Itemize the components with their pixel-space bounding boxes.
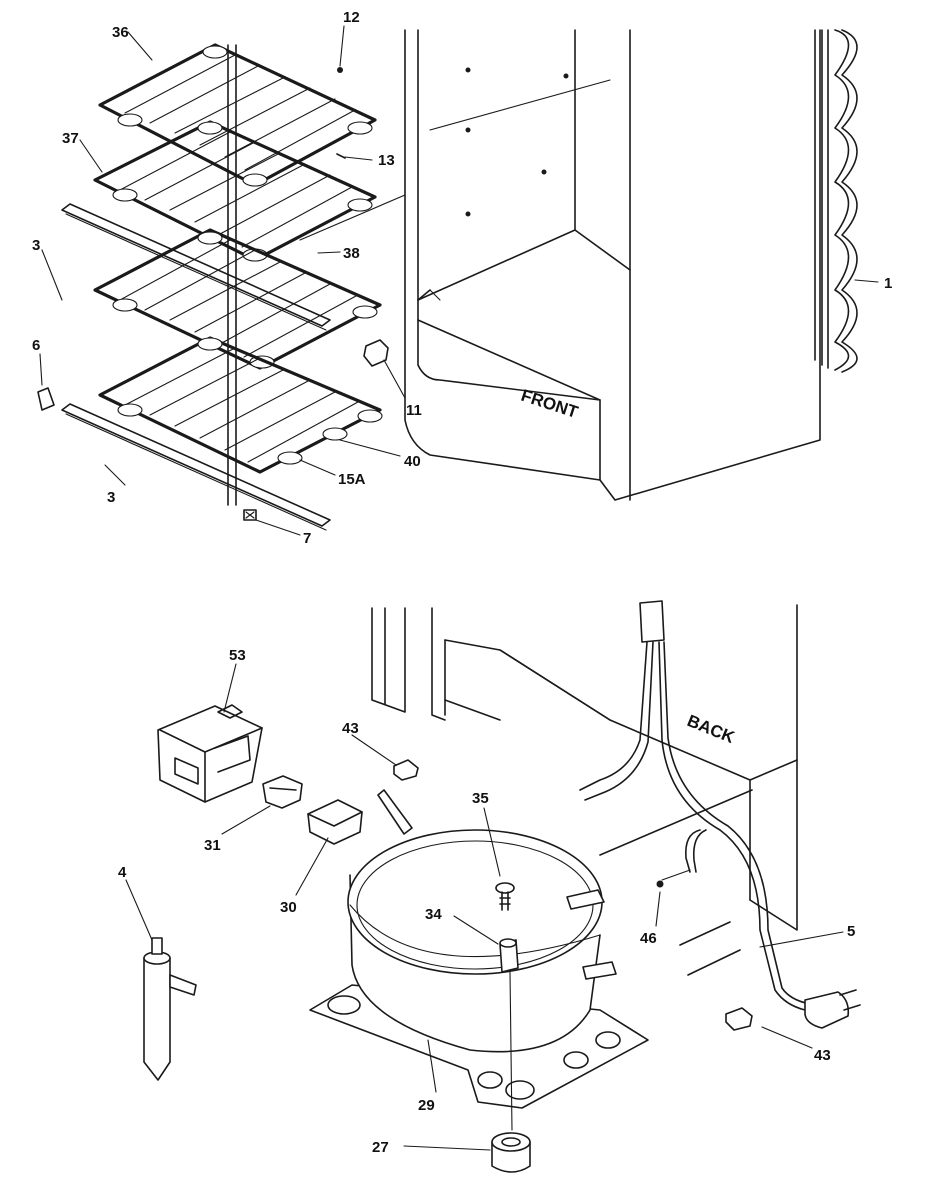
callout-53: 53 [229,647,246,664]
callout-30: 30 [280,899,297,916]
screw-part-46 [656,869,691,888]
callout-43-lower: 43 [814,1047,831,1064]
screw-part-35 [495,882,515,911]
callout-4: 4 [118,864,127,881]
clip-part-6 [37,387,55,411]
callout-12: 12 [343,9,360,26]
callout-37: 37 [62,130,79,147]
callout-13: 13 [378,152,395,169]
shelf-36 [98,43,377,187]
power-cord [579,600,861,1029]
clip-part-13 [336,153,346,159]
callout-36: 36 [112,24,129,41]
cord-clip-part-43-lower [725,1007,753,1031]
bracket-part-11 [363,339,389,367]
callout-29: 29 [418,1097,435,1114]
callout-46: 46 [640,930,657,947]
cabinet-back-section [371,604,798,931]
callout-43-upper: 43 [342,720,359,737]
compressor-part-29 [309,829,649,1109]
callout-34: 34 [425,906,442,923]
screw-part-12 [337,67,343,73]
stud-part-34 [499,938,519,973]
front-label: FRONT [519,386,581,422]
shelf-rail-lower [61,403,331,531]
back-label: BACK [685,711,738,747]
callout-7: 7 [303,530,311,547]
callout-15a: 15A [338,471,366,488]
callout-11: 11 [406,402,422,419]
callout-3-lower: 3 [107,489,115,506]
compressor-tubes [377,789,617,980]
refrigerant-tubing [679,829,741,976]
callout-6: 6 [32,337,40,354]
condenser-coil [814,29,858,373]
shelf-rail-upper [61,203,331,331]
relay-part-53 [157,704,263,803]
callout-1: 1 [884,275,892,292]
callout-5: 5 [847,923,855,940]
callout-27: 27 [372,1139,389,1156]
cabinet-liner [299,29,821,501]
shelf-40 [98,336,383,474]
callout-35: 35 [472,790,489,807]
callout-40: 40 [404,453,421,470]
top-leader-lines [39,25,879,536]
filter-drier-part-4 [143,937,197,1081]
bottom-leader-lines [125,663,844,1151]
grommet-part-27 [491,1132,531,1173]
clip-part-43-upper [393,759,419,781]
stud-axis-line [509,971,513,1131]
cover-part-30 [307,799,363,845]
callout-38: 38 [343,245,360,262]
callout-31: 31 [204,837,221,854]
callout-3-upper: 3 [32,237,40,254]
terminal-part-31 [262,775,303,809]
screw-part-7 [243,509,257,521]
